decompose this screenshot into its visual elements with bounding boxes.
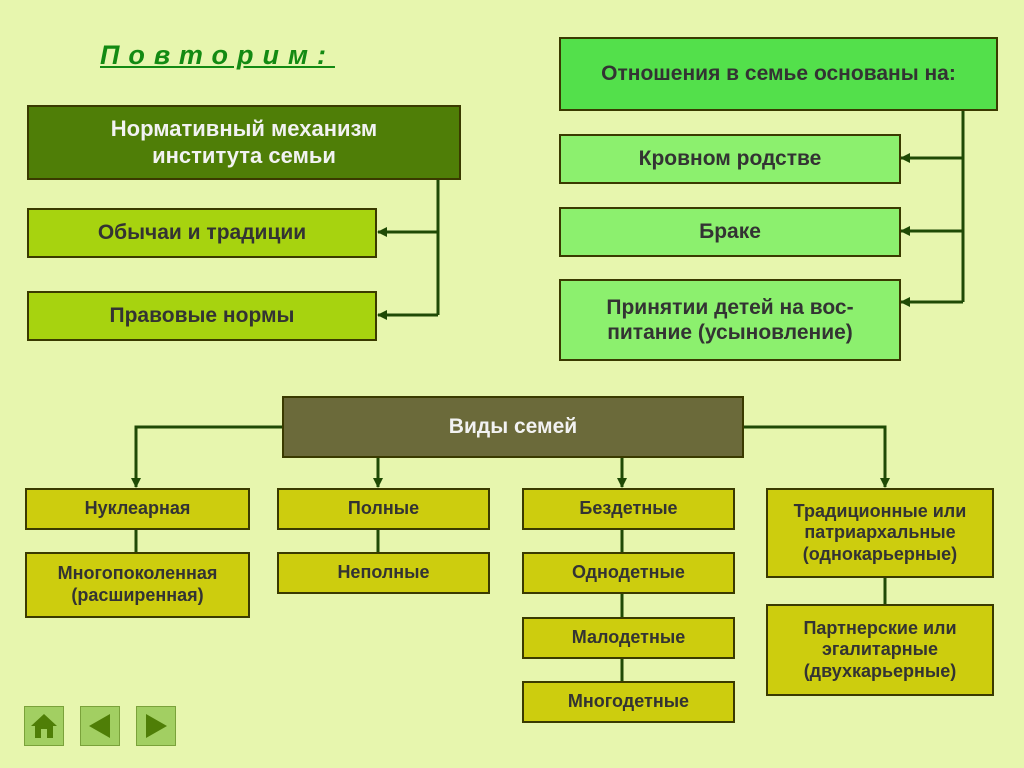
type-traditional: Традиционные или патриархальные (однокар… [766, 488, 994, 578]
slide-title: Повторим: [100, 40, 335, 70]
relations-item-adoption: Принятии детей на вос-питание (усыновлен… [559, 279, 901, 361]
type-partnership: Партнерские или эгалитарные (двухкарьерн… [766, 604, 994, 696]
mechanism-header: Нормативный механизм института семьи [27, 105, 461, 180]
arrow-right-icon [146, 714, 167, 738]
home-icon [31, 714, 57, 738]
home-button[interactable] [24, 706, 64, 746]
type-few-children: Малодетные [522, 617, 735, 659]
relations-header: Отношения в семье основаны на: [559, 37, 998, 111]
relations-item-blood: Кровном родстве [559, 134, 901, 184]
next-slide-button[interactable] [136, 706, 176, 746]
mechanism-item-customs: Обычаи и традиции [27, 208, 377, 258]
arrow-left-icon [89, 714, 110, 738]
type-one-child: Однодетные [522, 552, 735, 594]
type-complete: Полные [277, 488, 490, 530]
prev-slide-button[interactable] [80, 706, 120, 746]
type-childless: Бездетные [522, 488, 735, 530]
type-many-children: Многодетные [522, 681, 735, 723]
type-nuclear: Нуклеарная [25, 488, 250, 530]
type-incomplete: Неполные [277, 552, 490, 594]
relations-item-marriage: Браке [559, 207, 901, 257]
mechanism-item-legal-norms: Правовые нормы [27, 291, 377, 341]
types-header: Виды семей [282, 396, 744, 458]
type-multigenerational: Многопоколенная (расширенная) [25, 552, 250, 618]
